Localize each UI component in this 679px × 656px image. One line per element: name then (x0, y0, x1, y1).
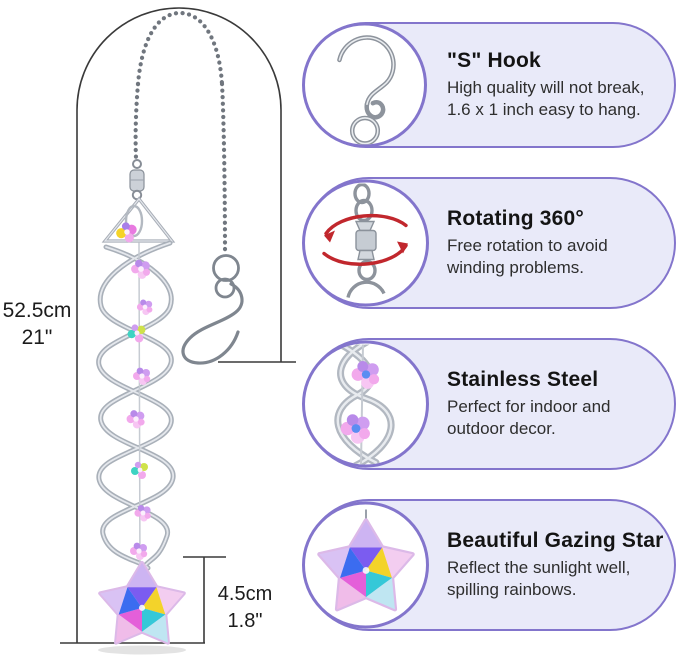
feature-line: High quality will not break, (447, 78, 645, 97)
gazing-star-photo (302, 501, 429, 629)
swivel-rotating-photo (302, 179, 429, 307)
product-figure (60, 7, 296, 656)
rotating-swivel-icon (321, 183, 408, 298)
s-hook-icon (336, 34, 396, 144)
gazing-star-icon (316, 509, 415, 611)
overall-length-cm: 52.5cm (2, 299, 72, 322)
star-size-inch: 1.8" (227, 610, 263, 632)
feature-line: spilling rainbows. (447, 580, 577, 599)
arch-and-dimension-lines (60, 7, 296, 644)
swivel-connector (129, 159, 145, 201)
feature-card-stainless: Stainless Steel Perfect for indoor and o… (302, 338, 676, 470)
overall-length-inch: 21" (21, 326, 53, 349)
spiral-closeup-icon (332, 344, 395, 464)
feature-card-gazing-star: Beautiful Gazing Star Reflect the sunlig… (302, 499, 676, 631)
star-shadow (98, 645, 186, 655)
feature-line: Free rotation to avoid (447, 236, 608, 255)
star-size-label: 4.5cm 1.8" (205, 581, 285, 635)
s-hook-assembly (181, 254, 244, 365)
s-hook-photo (302, 22, 427, 148)
overall-length-label: 52.5cm 21" (0, 297, 74, 351)
spiral-helix (96, 240, 176, 581)
feature-line: Perfect for indoor and (447, 397, 611, 416)
feature-line: winding problems. (447, 258, 585, 277)
spiral-stainless-photo (302, 340, 429, 468)
star-size-cm: 4.5cm (217, 583, 273, 605)
rotation-arrows (321, 213, 408, 266)
feature-card-rotating: Rotating 360° Free rotation to avoid win… (302, 177, 676, 309)
feature-title: "S" Hook (447, 49, 541, 72)
feature-line: outdoor decor. (447, 419, 556, 438)
feature-title: Rotating 360° (447, 207, 585, 230)
feature-title: Stainless Steel (447, 368, 599, 391)
hanging-chain (133, 10, 228, 255)
feature-card-s-hook: "S" Hook High quality will not break, 1.… (302, 22, 676, 148)
feature-list: "S" Hook High quality will not break, 1.… (302, 22, 676, 631)
spinner-triangle (101, 196, 176, 243)
feature-line: 1.6 x 1 inch easy to hang. (447, 100, 641, 119)
feature-line: Reflect the sunlight well, (447, 558, 631, 577)
star-pendant (98, 563, 186, 655)
feature-title: Beautiful Gazing Star (447, 529, 664, 552)
